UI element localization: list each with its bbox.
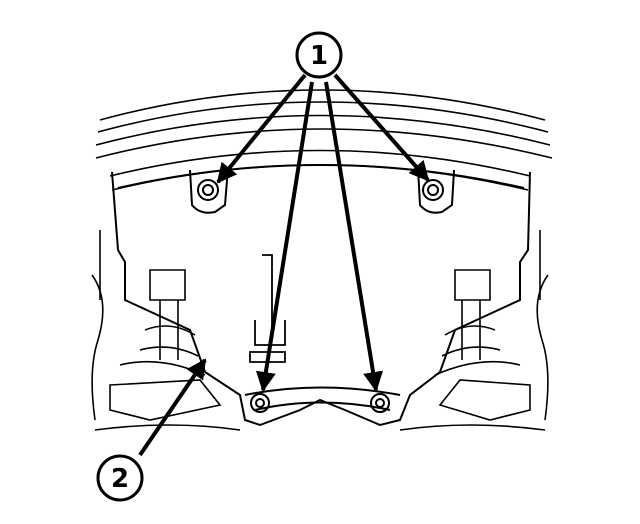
center-bracket — [249, 254, 286, 363]
bolt-upper-right — [422, 179, 444, 201]
callout-2-leader — [138, 358, 207, 457]
body-contour-lines — [95, 89, 553, 300]
left-suspension — [91, 269, 241, 431]
callout-2: 2 — [96, 454, 144, 502]
leader-to-bolt-upper-left — [216, 73, 307, 184]
callout-1: 1 — [295, 31, 343, 79]
bolt-upper-left — [197, 179, 219, 201]
bolt-lower-right — [370, 393, 390, 413]
callout-1-label: 1 — [310, 41, 328, 71]
leader-to-bolt-upper-right — [333, 73, 430, 182]
callout-2-label: 2 — [111, 464, 129, 494]
skid-plate-bolts — [197, 179, 444, 413]
callout-1-leaders — [216, 73, 430, 392]
leader-to-bolt-lower-right — [324, 81, 383, 392]
bolt-lower-left — [250, 393, 270, 413]
right-suspension — [399, 269, 549, 431]
leader-to-bolt-lower-left — [255, 81, 314, 392]
skid-plate — [111, 164, 531, 427]
